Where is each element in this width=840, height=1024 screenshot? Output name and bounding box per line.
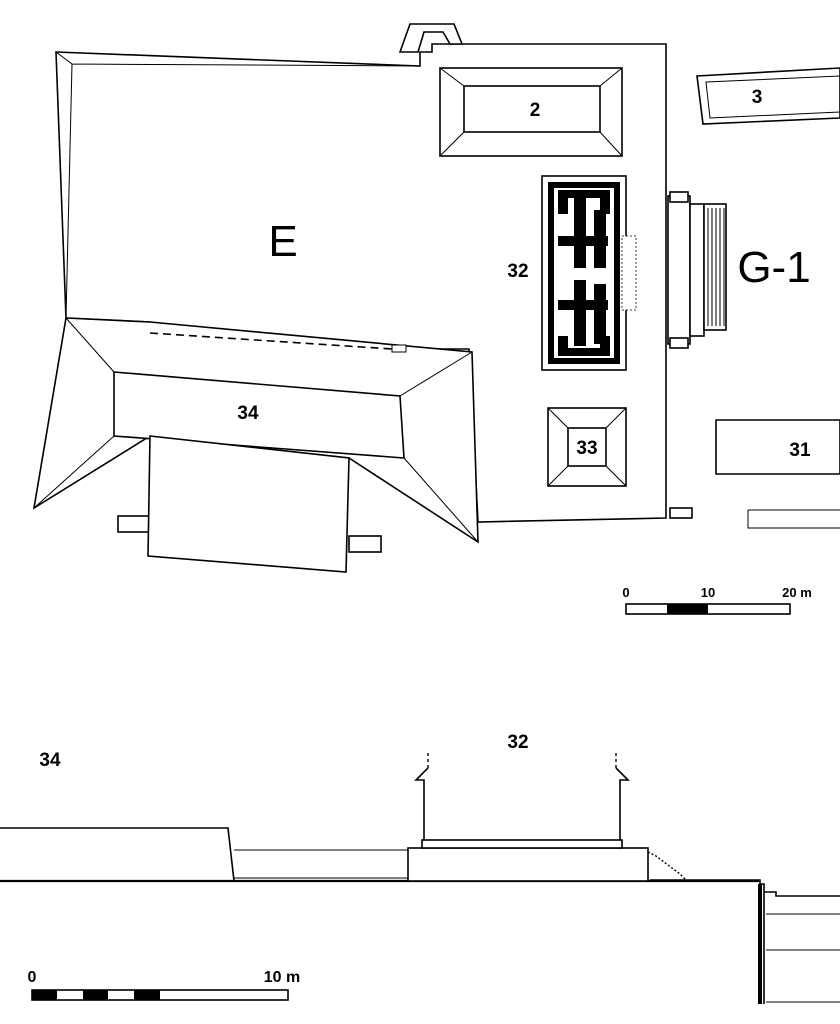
- structure-3: 3: [696, 67, 840, 125]
- gate-structure: [398, 23, 464, 53]
- stairway-g1: [667, 191, 727, 349]
- section-label-34: 34: [39, 750, 61, 771]
- section-scale-tick-0: 0: [28, 969, 37, 986]
- structure-33-label: 33: [576, 438, 597, 459]
- section-label-32: 32: [507, 732, 528, 753]
- structure-3-label: 3: [752, 87, 763, 108]
- structure-31-label: 31: [789, 440, 811, 461]
- section-scale-tick-10: 10 m: [264, 969, 300, 986]
- structure-34-plan: 34: [32, 317, 479, 573]
- structure-31: 31: [715, 419, 840, 475]
- structure-32-section: [407, 752, 687, 882]
- area-e-label: E: [268, 217, 297, 266]
- plaza-e-bevel: [55, 51, 421, 319]
- structure-32-plan: 32: [507, 175, 637, 371]
- right-step-section: [650, 879, 840, 1004]
- section-view: 34 32 0 10 m: [0, 732, 840, 1004]
- area-g1-label: G-1: [737, 243, 810, 292]
- wall-dashed-line: [149, 332, 393, 350]
- structure-33: 33: [547, 407, 627, 487]
- structure-34-plan-label: 34: [237, 403, 259, 424]
- section-scale-bar: 0 10 m: [28, 969, 300, 1001]
- plan-scale-tick-20: 20 m: [782, 585, 812, 600]
- plan-scale-bar: 0 10 20 m: [622, 585, 812, 615]
- stair-detail: [391, 344, 407, 353]
- side-pier: [669, 507, 693, 519]
- structure-2-label: 2: [530, 100, 541, 121]
- lower-right-step: [747, 509, 840, 529]
- structure-34-section: [0, 827, 235, 882]
- plan-scale-tick-10: 10: [701, 585, 715, 600]
- structure-32-label: 32: [507, 261, 528, 282]
- structure-2: 2: [439, 67, 623, 157]
- plan-view: 2 3: [32, 23, 840, 615]
- plan-scale-tick-0: 0: [622, 585, 629, 600]
